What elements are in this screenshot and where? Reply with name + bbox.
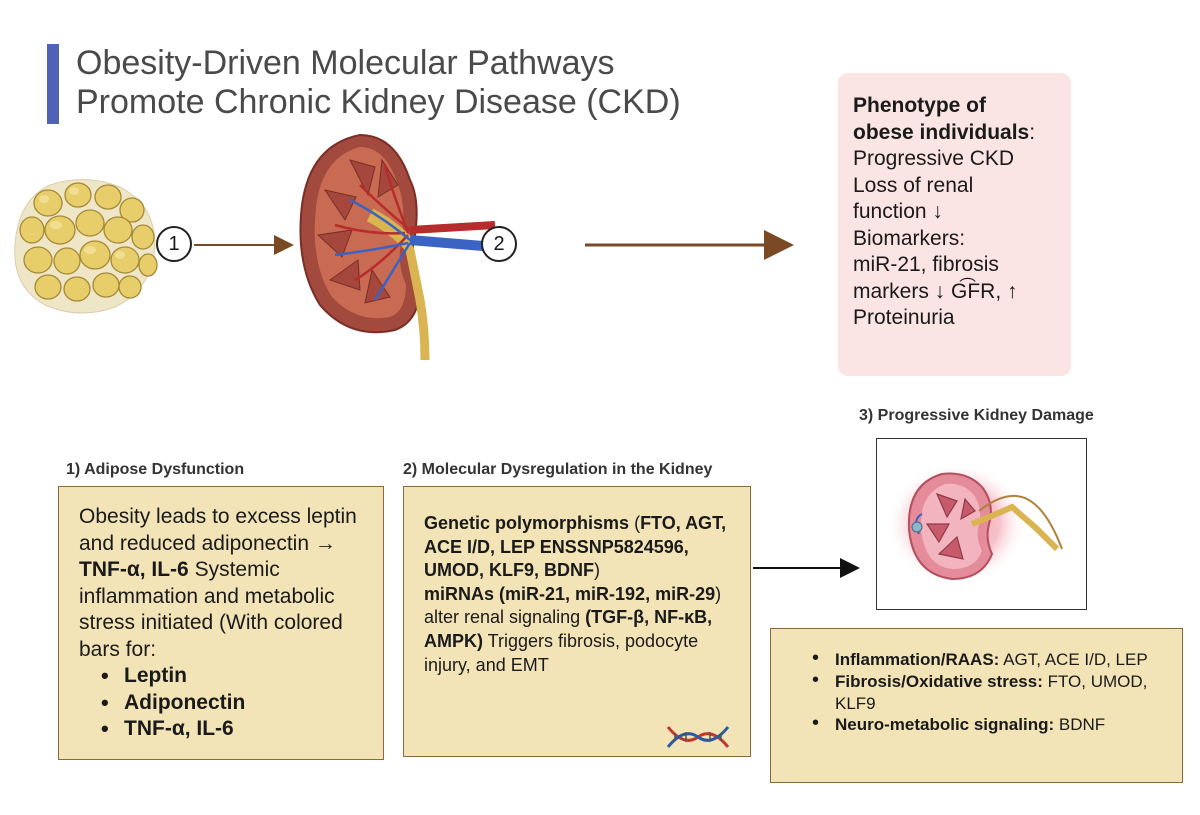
dysreg-text-3: FTO, AGT, ACE I/D, LEP ENSSNP5824596, UM… — [424, 513, 727, 581]
phenotype-line: miR-21, fibrosis — [853, 253, 999, 276]
phenotype-line: Biomarkers: — [853, 226, 966, 250]
list-item: Leptin — [79, 663, 373, 690]
dna-icon — [666, 726, 730, 748]
damaged-kidney-illustration — [887, 462, 1063, 586]
phenotype-line: Progressive CKD — [853, 147, 1015, 170]
dysreg-text-1: Genetic polymorphisms — [424, 513, 630, 533]
list-item: Inflammation/RAAS: AGT, ACE I/D, LEP — [793, 648, 1172, 671]
list-item: Adiponectin — [79, 690, 373, 717]
dysreg-text-4: ) — [594, 560, 600, 581]
adipose-text-a: Obesity leads to excess leptin and reduc… — [79, 505, 357, 555]
dysreg-text-6: ) alter renal signaling — [424, 583, 722, 628]
dysreg-text-7: (TGF-β, NF-κB, AMPK) — [424, 607, 713, 651]
phenotype-heading-1: Phenotype of — [853, 94, 987, 117]
adipose-dysfunction-box: Obesity leads to excess leptin and reduc… — [58, 486, 384, 760]
page-title: Obesity-Driven Molecular Pathways Promot… — [76, 44, 776, 122]
section-2-heading: 2) Molecular Dysregulation in the Kidney — [403, 461, 713, 478]
step-1-marker: 1 — [156, 226, 192, 262]
section-1-heading: 1) Adipose Dysfunction — [66, 461, 245, 478]
title-line-1: Obesity-Driven Molecular Pathways — [76, 44, 615, 82]
phenotype-line: Proteinuria — [853, 306, 955, 329]
adipose-text-bold: TNF-α, IL-6 — [79, 558, 189, 581]
phenotype-line: Loss of renal — [853, 173, 974, 197]
title-accent-bar — [47, 44, 59, 124]
bullet-text: AGT, ACE I/D, LEP — [999, 650, 1148, 669]
phenotype-colon: : — [1029, 120, 1036, 144]
phenotype-line: markers ↓ G͡FR, ↑ — [853, 279, 1018, 303]
list-item: TNF-α, IL-6 — [79, 716, 373, 743]
adipose-text-c: Systemic inflammation and metabolic stre… — [79, 558, 343, 661]
phenotype-line: function ↓ — [853, 200, 943, 223]
section-3-heading: 3) Progressive Kidney Damage — [859, 407, 1094, 424]
bullet-text: FTO, UMOD, KLF9 — [835, 671, 1148, 713]
dysreg-text-2: ( — [629, 513, 641, 533]
phenotype-panel: Phenotype of obese individuals: Progress… — [838, 73, 1071, 376]
bullet-label: Neuro-metabolic signaling: — [835, 715, 1055, 735]
adipose-description: Obesity leads to excess leptin and reduc… — [79, 504, 373, 663]
step-2-marker: 2 — [481, 226, 517, 262]
bullet-label: Inflammation/RAAS: — [835, 650, 1000, 669]
list-item: Neuro-metabolic signaling: BDNF — [793, 713, 1172, 736]
kidney-damage-box: Inflammation/RAAS: AGT, ACE I/D, LEP Fib… — [770, 628, 1183, 783]
list-item: Fibrosis/Oxidative stress: FTO, UMOD, KL… — [793, 670, 1172, 715]
molecular-dysregulation-box: Genetic polymorphisms (FTO, AGT, ACE I/D… — [403, 486, 751, 757]
title-line-2: Promote Chronic Kidney Disease (CKD) — [76, 83, 681, 121]
dysreg-text-5: miRNAs (miR-21, miR-192, miR-29 — [424, 583, 716, 604]
damage-bullet-list: Inflammation/RAAS: AGT, ACE I/D, LEP Fib… — [793, 648, 1172, 736]
adipose-bullet-list: Leptin Adiponectin TNF-α, IL-6 — [79, 663, 373, 743]
bullet-label: Fibrosis/Oxidative stress: — [835, 671, 1043, 691]
bullet-text: BDNF — [1054, 715, 1106, 735]
dysreg-text-8: Triggers fibrosis, podocyte injury, and … — [424, 630, 699, 675]
fat-cells-illustration — [14, 178, 158, 314]
damaged-kidney-frame — [876, 438, 1087, 610]
phenotype-heading-2: obese individuals — [853, 120, 1030, 144]
kidney-cross-section-illustration — [299, 133, 496, 360]
